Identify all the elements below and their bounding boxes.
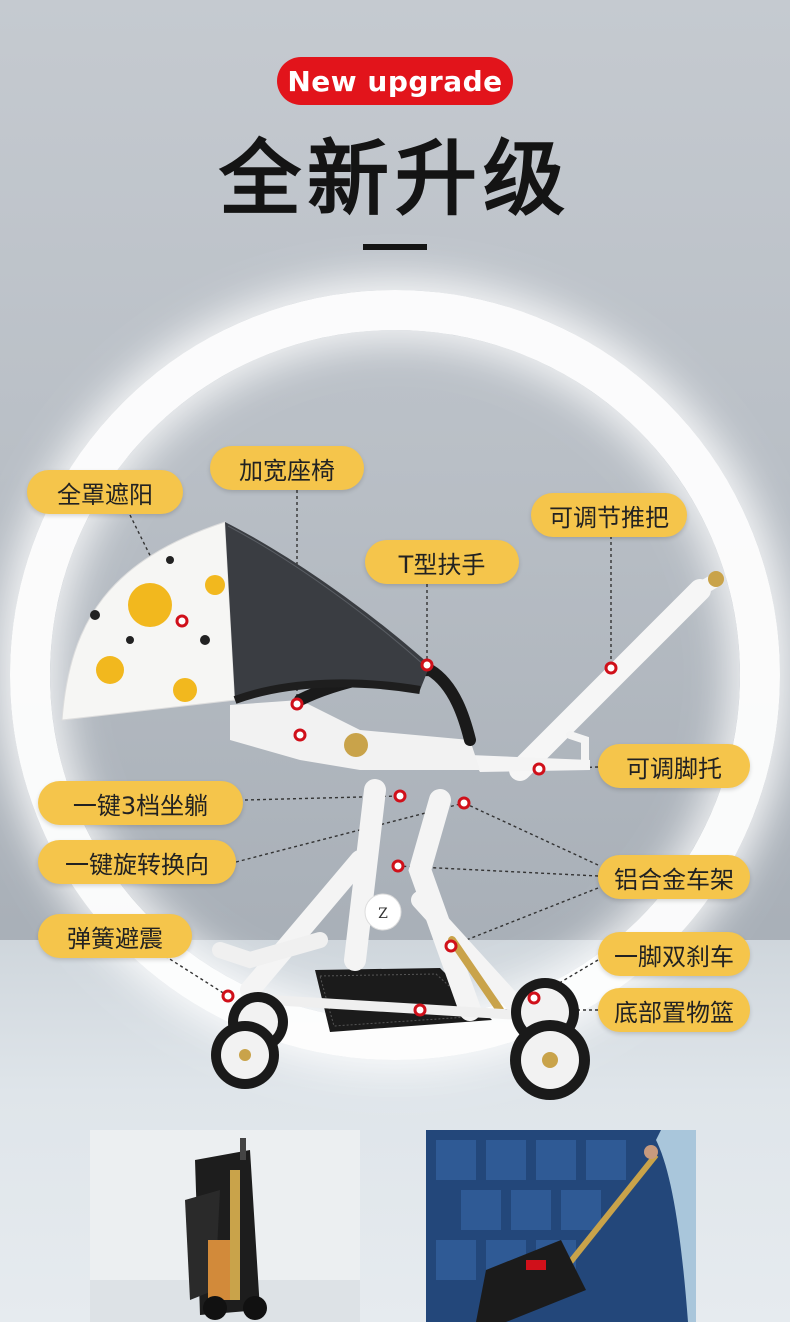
label-aluminum-frame: 铝合金车架 [598, 855, 750, 899]
title-underline [363, 244, 427, 250]
folded-stroller-photo [90, 1130, 360, 1322]
page-title: 全新升级 [218, 132, 571, 227]
feature-markers [175, 614, 618, 1017]
label-recline: 一键3档坐躺 [38, 781, 243, 825]
label-double-brake: 一脚双刹车 [598, 932, 750, 976]
label-t-armrest: T型扶手 [365, 540, 519, 584]
label-adjustable-handle: 可调节推把 [531, 493, 687, 537]
trolley-mode-photo [426, 1130, 696, 1322]
label-rotate: 一键旋转换向 [38, 840, 236, 884]
canopy [61, 521, 430, 721]
basket [315, 968, 492, 1032]
wheels [211, 978, 590, 1100]
label-adjustable-footrest: 可调脚托 [598, 744, 750, 788]
label-suspension: 弹簧避震 [38, 914, 192, 958]
label-wide-seat: 加宽座椅 [210, 446, 364, 490]
new-upgrade-badge: New upgrade [277, 57, 513, 105]
frame: Z [212, 571, 724, 1021]
label-bottom-basket: 底部置物篮 [598, 988, 750, 1032]
svg-text:Z: Z [378, 906, 388, 922]
label-canopy: 全罩遮阳 [27, 470, 183, 514]
